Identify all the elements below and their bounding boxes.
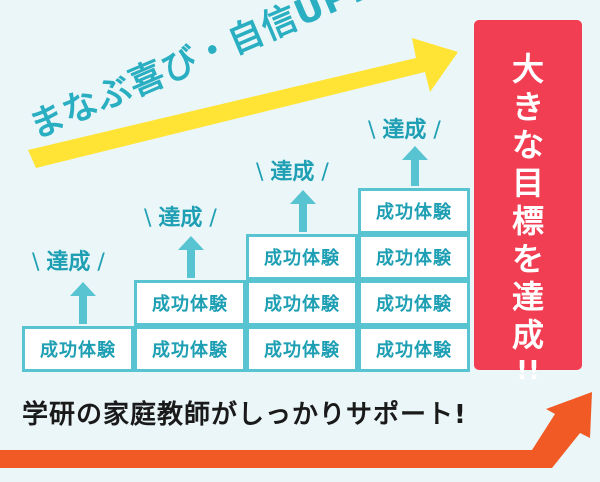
goal-exclamation: !! [516, 356, 540, 386]
success-block: 成功体験 [358, 280, 470, 326]
goal-char: 目 [511, 164, 544, 202]
up-arrow-icon [290, 190, 316, 232]
goal-panel: 大 き な 目 標 を 達 成 !! [474, 20, 582, 386]
achievement-label: \ 達成 / [144, 206, 217, 231]
success-block: 成功体験 [246, 326, 358, 372]
success-block: 成功体験 [246, 234, 358, 280]
success-block: 成功体験 [22, 326, 134, 372]
up-arrow-icon [402, 146, 428, 186]
success-block: 成功体験 [134, 280, 246, 326]
goal-char: 達 [511, 278, 544, 316]
up-arrow-icon [70, 282, 96, 324]
goal-char: を [511, 240, 544, 278]
bottom-tagline: 学研の家庭教師がしっかりサポート! [22, 400, 467, 430]
achievement-label: \ 達成 / [32, 250, 105, 275]
success-block: 成功体験 [134, 326, 246, 372]
goal-char: 標 [511, 202, 544, 240]
success-block: 成功体験 [358, 234, 470, 280]
up-arrow-icon [178, 236, 204, 278]
goal-char: な [511, 126, 544, 164]
success-block: 成功体験 [246, 280, 358, 326]
bottom-arrow-shape [0, 392, 592, 468]
success-block: 成功体験 [358, 188, 470, 234]
achievement-label: \ 達成 / [256, 160, 329, 185]
goal-char: き [511, 88, 544, 126]
success-block: 成功体験 [358, 326, 470, 372]
goal-char: 大 [511, 50, 544, 88]
goal-char: 成 [511, 316, 544, 354]
achievement-label: \ 達成 / [368, 118, 441, 143]
